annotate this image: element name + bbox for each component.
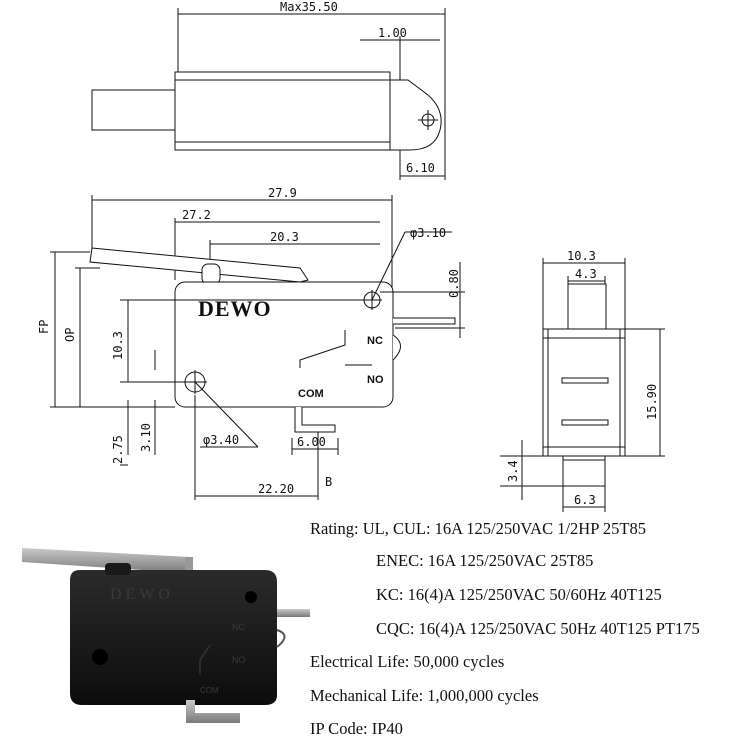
height-dim: 10.3 — [111, 331, 125, 360]
small-b-dim: 3.10 — [139, 423, 153, 452]
hole-dia-dim: φ3.40 — [203, 433, 239, 447]
bottom-width-dim: 6.3 — [574, 493, 596, 507]
top-view — [91, 8, 446, 180]
bottom-offset-dim: 3.4 — [506, 460, 520, 482]
terminal-dim: 6.10 — [406, 161, 435, 175]
spec-mechanical-life: Mechanical Life: 1,000,000 cycles — [310, 686, 539, 705]
pin-offset-dim: 1.00 — [378, 26, 407, 40]
mount-hole-dim: φ3.10 — [410, 226, 446, 240]
plunger-dim: 4.3 — [575, 267, 597, 281]
small-a-dim: 2.75 — [111, 435, 125, 464]
op-dim: OP — [63, 328, 77, 342]
side-width-dim: 10.3 — [567, 249, 596, 263]
side-view — [500, 258, 665, 512]
base-dim: 22.20 — [258, 482, 294, 496]
top-width-dim: Max35.50 — [280, 0, 338, 14]
actuator-dim: 27.2 — [182, 208, 211, 222]
pin-nc-label: NC — [367, 335, 383, 347]
photo-no: NO — [232, 655, 246, 665]
spec-cqc: CQC: 16(4)A 125/250VAC 50Hz 40T125 PT175 — [376, 619, 700, 638]
spec-electrical-life: Electrical Life: 50,000 cycles — [310, 652, 505, 671]
term-offset-dim: 0.80 — [447, 269, 461, 298]
b-dim: B — [325, 475, 332, 489]
photo-nc: NC — [232, 622, 245, 632]
lever-length-dim: 27.9 — [268, 186, 297, 200]
pin-com-label: COM — [298, 388, 324, 400]
com-width-dim: 6.00 — [297, 435, 326, 449]
spec-ip-code: IP Code: IP40 — [310, 719, 403, 738]
roller-pos-dim: 20.3 — [270, 230, 299, 244]
switch-photo: DEWO NC NO COM — [22, 548, 310, 723]
spec-enec: ENEC: 16A 125/250VAC 25T85 — [376, 551, 594, 570]
drawing-brand: DEWO — [198, 296, 272, 321]
photo-com: COM — [200, 686, 219, 695]
pin-no-label: NO — [367, 374, 384, 386]
front-view — [50, 195, 465, 500]
fp-dim: FP — [37, 320, 51, 334]
photo-brand: DEWO — [110, 586, 174, 603]
side-height-dim: 15.90 — [645, 384, 659, 420]
spec-rating: Rating: UL, CUL: 16A 125/250VAC 1/2HP 25… — [310, 519, 646, 538]
spec-kc: KC: 16(4)A 125/250VAC 50/60Hz 40T125 — [376, 585, 662, 604]
